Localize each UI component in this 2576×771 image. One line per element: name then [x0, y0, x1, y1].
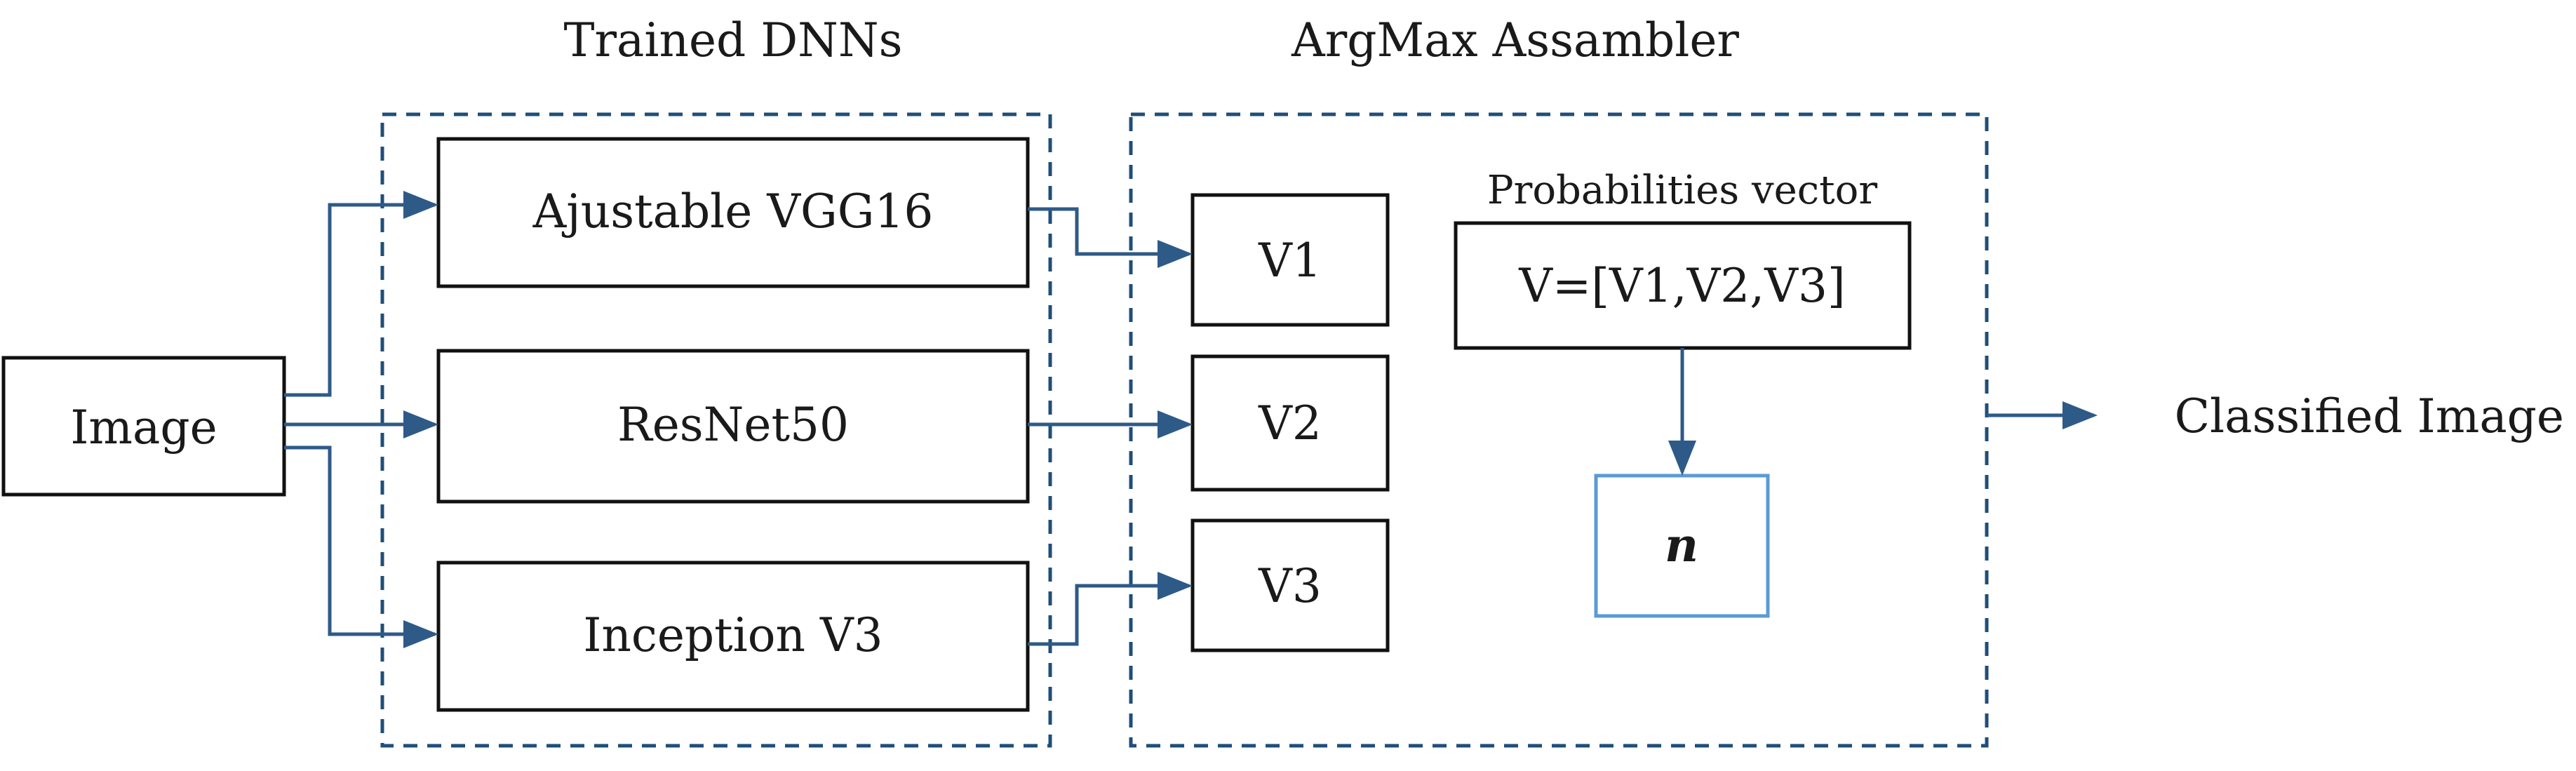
v2-node: V2 [1190, 354, 1390, 492]
v1-node: V1 [1190, 193, 1390, 327]
argmax-assembler-group [1129, 112, 1989, 748]
vgg16-node-label: Ajustable VGG16 [532, 185, 934, 239]
inception-node: Inception V3 [436, 561, 1030, 712]
probabilities-vector-label: V=[V1,V2,V3] [1518, 259, 1845, 313]
n-node: n [1594, 474, 1770, 618]
arrow-image-to-inception [284, 445, 438, 648]
v3-node: V3 [1190, 518, 1390, 652]
n-node-label: n [1665, 518, 1698, 572]
image-node-label: Image [70, 401, 217, 455]
vgg16-node: Ajustable VGG16 [436, 137, 1030, 288]
image-node: Image [1, 356, 286, 497]
arrow-inception-to-v3 [1028, 572, 1193, 646]
inception-node-label: Inception V3 [583, 608, 883, 662]
trained-dnns-group [380, 112, 1052, 748]
v3-node-label: V3 [1258, 559, 1322, 613]
classified-image-label: Classified Image [2175, 389, 2564, 443]
trained-dnns-title: Trained DNNs [563, 13, 902, 67]
resnet50-node-label: ResNet50 [617, 398, 849, 452]
v1-node-label: V1 [1258, 234, 1322, 288]
probabilities-vector-title: Probabilities vector [1487, 168, 1877, 213]
arrow-image-to-vgg16 [284, 191, 438, 397]
v2-node-label: V2 [1258, 396, 1322, 450]
arrow-vgg16-to-v1 [1028, 207, 1193, 268]
probabilities-vector-node: V=[V1,V2,V3] [1454, 221, 1912, 350]
resnet50-node: ResNet50 [436, 349, 1030, 504]
argmax-assembler-title: ArgMax Assambler [1291, 13, 1739, 67]
